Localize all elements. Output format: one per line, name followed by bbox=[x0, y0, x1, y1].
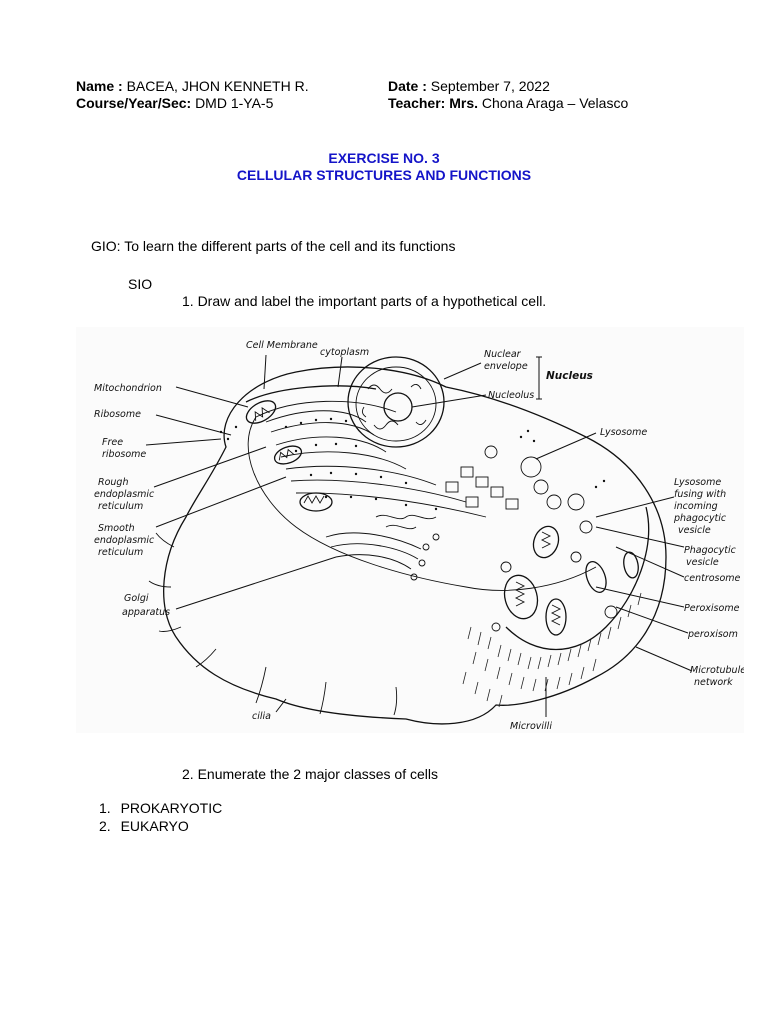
teacher-value: Chona Araga – Velasco bbox=[481, 95, 629, 111]
label-cilia: cilia bbox=[252, 711, 271, 722]
mitochondria bbox=[245, 400, 639, 636]
course-line: Course/Year/Sec: DMD 1-YA-5 bbox=[76, 95, 273, 111]
sio-label: SIO bbox=[128, 276, 153, 292]
label-lysosome-fusing-3: incoming bbox=[674, 501, 718, 512]
gio-text: GIO: To learn the different parts of the… bbox=[91, 238, 456, 254]
answer-2: 2. EUKARYO bbox=[99, 818, 189, 834]
label-lysosome: Lysosome bbox=[600, 427, 647, 438]
label-smooth-er-2: endoplasmic bbox=[94, 535, 155, 546]
label-lysosome-fusing-1: Lysosome bbox=[674, 477, 721, 488]
label-nuclear-1: Nuclear bbox=[484, 349, 522, 360]
label-golgi-2: apparatus bbox=[122, 607, 170, 618]
ribosome-dots bbox=[219, 417, 606, 511]
date-label: Date : bbox=[388, 78, 427, 94]
answer-1-number: 1. bbox=[99, 800, 111, 816]
label-nuclear-2: envelope bbox=[484, 361, 528, 372]
cilia bbox=[148, 532, 398, 716]
course-label: Course/Year/Sec: bbox=[76, 95, 192, 111]
cell-membrane-outline bbox=[163, 366, 667, 725]
label-nucleus: Nucleus bbox=[546, 370, 593, 382]
date-line: Date : September 7, 2022 bbox=[388, 78, 550, 94]
answer-2-number: 2. bbox=[99, 818, 111, 834]
label-rough-er-2: endoplasmic bbox=[94, 489, 155, 500]
label-microvilli: Microvilli bbox=[510, 721, 552, 732]
label-lysosome-fusing-4: phagocytic bbox=[673, 513, 727, 524]
date-value: September 7, 2022 bbox=[430, 78, 550, 94]
teacher-label: Teacher: bbox=[388, 95, 446, 111]
label-free-ribosome-1: Free bbox=[102, 437, 123, 448]
exercise-number: EXERCISE NO. 3 bbox=[328, 150, 440, 166]
cut-surface-edge bbox=[245, 385, 650, 651]
label-lysosome-fusing-5: vesicle bbox=[678, 525, 711, 536]
teacher-title: Mrs. bbox=[449, 95, 479, 111]
label-ribosome: Ribosome bbox=[94, 409, 141, 420]
answer-2-text: EUKARYO bbox=[120, 818, 189, 834]
answer-1: 1. PROKARYOTIC bbox=[99, 800, 222, 816]
exercise-title: CELLULAR STRUCTURES AND FUNCTIONS bbox=[236, 167, 532, 183]
objective-item-2: 2. Enumerate the 2 major classes of cell… bbox=[182, 766, 439, 782]
course-value: DMD 1-YA-5 bbox=[195, 95, 274, 111]
answer-1-text: PROKARYOTIC bbox=[120, 800, 223, 816]
label-nucleolus: Nucleolus bbox=[488, 390, 534, 401]
nucleolus-shape bbox=[383, 392, 413, 422]
chromatin bbox=[361, 384, 427, 430]
name-label: Name : bbox=[76, 78, 123, 94]
label-peroxisome: Peroxisome bbox=[684, 603, 740, 614]
label-cell-membrane: Cell Membrane bbox=[246, 340, 318, 351]
label-free-ribosome-2: ribosome bbox=[102, 449, 146, 460]
golgi-and-vesicles bbox=[325, 445, 618, 632]
label-centrosome: centrosome bbox=[684, 573, 741, 584]
label-microtubule-2: network bbox=[694, 677, 733, 688]
label-mitochondrion: Mitochondrion bbox=[94, 383, 162, 394]
inner-membrane-edge bbox=[247, 400, 597, 591]
nucleus-inner bbox=[355, 366, 437, 442]
name-line: Name : BACEA, JHON KENNETH R. bbox=[76, 78, 309, 94]
teacher-line: Teacher: Mrs. Chona Araga – Velasco bbox=[388, 95, 628, 111]
cell-diagram: Cell Membrane cytoplasm Nuclear envelope… bbox=[76, 327, 746, 733]
label-phagocytic-1: Phagocytic bbox=[684, 545, 737, 556]
objective-item-1: 1. Draw and label the important parts of… bbox=[182, 293, 547, 309]
label-smooth-er-1: Smooth bbox=[98, 523, 135, 534]
name-value: BACEA, JHON KENNETH R. bbox=[126, 78, 309, 94]
label-phagocytic-2: vesicle bbox=[686, 557, 719, 568]
label-smooth-er-3: reticulum bbox=[98, 547, 143, 558]
label-rough-er-3: reticulum bbox=[98, 501, 143, 512]
label-lysosome-fusing-2: fusing with bbox=[674, 489, 726, 500]
label-microtubule-1: Microtubule bbox=[690, 665, 744, 676]
leader-lines bbox=[145, 354, 693, 717]
label-peroxisom: peroxisom bbox=[687, 629, 738, 640]
figure-labels: Cell Membrane cytoplasm Nuclear envelope… bbox=[94, 340, 746, 732]
label-cytoplasm: cytoplasm bbox=[320, 347, 369, 358]
label-golgi-1: Golgi bbox=[124, 593, 149, 604]
cell-drawing: Cell Membrane cytoplasm Nuclear envelope… bbox=[94, 340, 746, 732]
label-rough-er-1: Rough bbox=[98, 477, 129, 488]
microvilli-hatching bbox=[462, 592, 642, 708]
